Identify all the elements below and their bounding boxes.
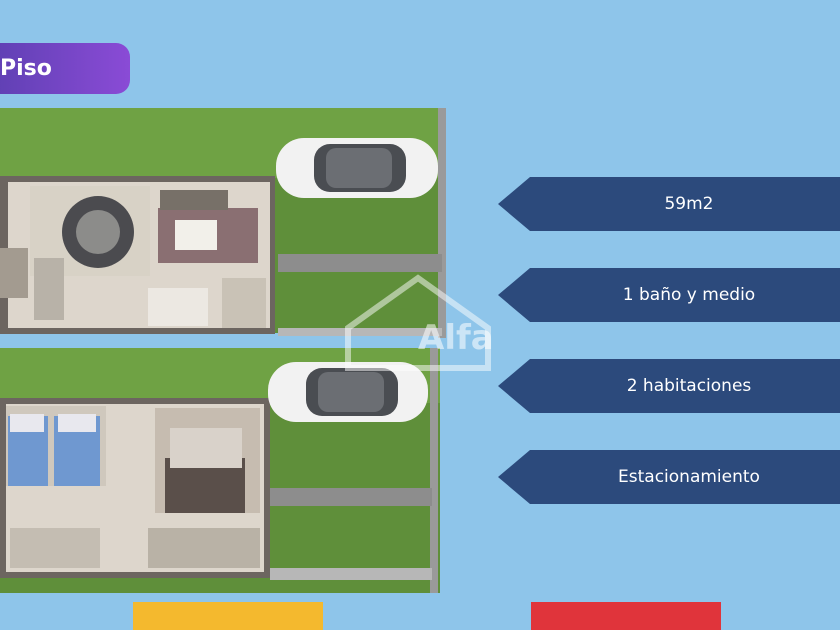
- watermark-text: Alfa: [418, 318, 494, 358]
- yellow-bar: [133, 602, 323, 630]
- floor-plan-image: [0, 108, 446, 593]
- feature-bedrooms: 2 habitaciones: [498, 359, 840, 413]
- arrow-left-icon: [498, 359, 840, 413]
- floor-badge: Piso: [0, 43, 130, 94]
- feature-parking: Estacionamiento: [498, 450, 840, 504]
- arrow-left-icon: [498, 177, 840, 231]
- feature-parking-label: Estacionamiento: [618, 467, 760, 487]
- feature-area-label: 59m2: [664, 194, 714, 214]
- feature-bathrooms: 1 baño y medio: [498, 268, 840, 322]
- feature-area: 59m2: [498, 177, 840, 231]
- floor-badge-label: Piso: [0, 56, 52, 81]
- feature-bathrooms-label: 1 baño y medio: [622, 285, 756, 305]
- red-bar: [531, 602, 721, 630]
- arrow-left-icon: [498, 268, 840, 322]
- arrow-left-icon: [498, 450, 840, 504]
- feature-bedrooms-label: 2 habitaciones: [626, 376, 752, 396]
